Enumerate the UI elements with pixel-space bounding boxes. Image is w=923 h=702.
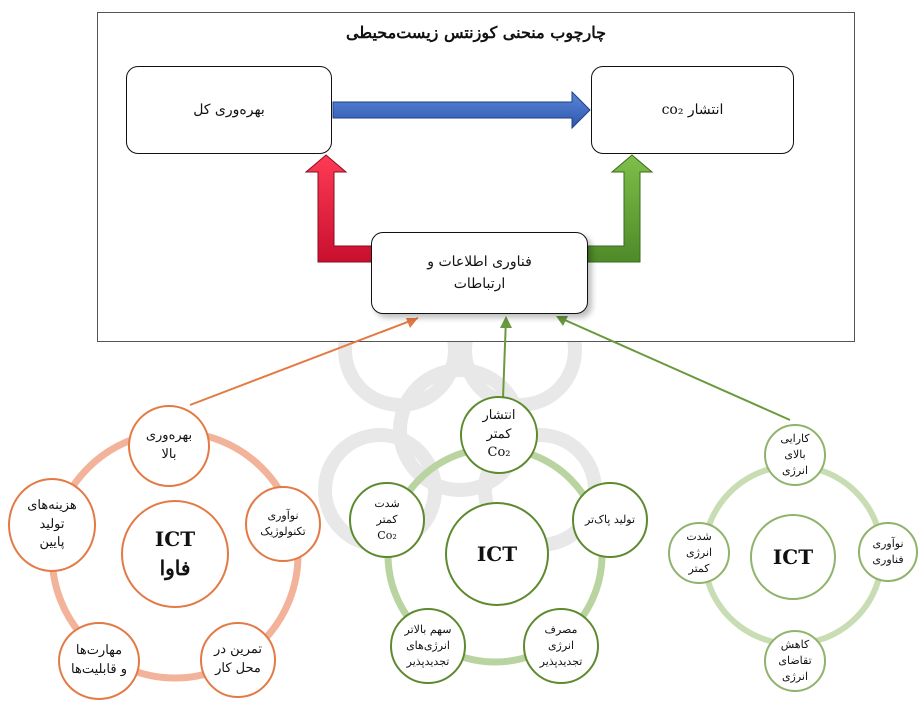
less-emission-circle: انتشار کمتر Co₂ <box>460 396 538 474</box>
right-center-label: ICT <box>772 544 814 569</box>
renewable-share-l3: تجدیدپذیر <box>406 654 450 668</box>
green-link-head-1 <box>500 316 512 328</box>
energy-intensity-l3: کمتر <box>688 561 710 575</box>
low-costs-circle: هزینه‌های تولید پایین <box>8 478 96 572</box>
left-center-circle: ICT فاوا <box>121 500 229 608</box>
low-costs-l3: پایین <box>39 535 65 551</box>
tech-innovation-l1: نوآوری <box>267 509 299 523</box>
renewable-share-l1: سهم بالاتر <box>404 623 452 637</box>
right-tech-innovation-l2: فناوری <box>872 553 904 566</box>
energy-consumption-l1: مصرف <box>544 623 578 637</box>
workplace-training-circle: تمرین در محل کار <box>200 622 276 698</box>
red-arrow <box>304 154 373 263</box>
green-arrow <box>587 154 654 263</box>
ict-box: فناوری اطلاعات و ارتباطات <box>371 232 588 314</box>
low-costs-l1: هزینه‌های <box>27 497 77 513</box>
lower-intensity-l1: شدت <box>374 497 400 511</box>
tech-innovation-circle: نوآوری تکنولوژیک <box>245 486 321 562</box>
middle-center-circle: ICT <box>445 502 549 606</box>
energy-intensity-l2: انرژی <box>685 546 713 560</box>
orange-link-head <box>406 318 418 328</box>
workplace-training-l2: محل کار <box>215 661 261 676</box>
framework-title: چارچوب منحنی کوزنتس زیست‌محیطی <box>346 23 606 42</box>
high-productivity-circle: بهره‌وری بالا <box>128 405 210 487</box>
reduce-demand-l2: تقاضای <box>778 654 812 668</box>
energy-consumption-l3: تجدیدپذیر <box>539 654 583 668</box>
green-link-line-2 <box>557 316 791 421</box>
workplace-training-l1: تمرین در <box>213 642 263 658</box>
lower-intensity-l3: Co₂ <box>377 528 397 542</box>
reduce-demand-l1: کاهش <box>780 638 810 652</box>
less-emission-l2: کمتر <box>486 426 512 442</box>
high-productivity-l1: بهره‌وری <box>145 428 193 444</box>
left-center-sub: فاوا <box>159 556 191 580</box>
cleaner-production-circle: تولید پاک‌تر <box>572 482 648 558</box>
skills-circle: مهارت‌ها و قابلیت‌ها <box>58 622 140 700</box>
reduce-demand-l3: انرژی <box>781 669 809 683</box>
skills-l2: و قابلیت‌ها <box>71 662 128 677</box>
energy-efficiency-l2: بالای <box>784 448 806 462</box>
cleaner-production-l1: تولید پاک‌تر <box>584 513 636 527</box>
co2-emission-label: انتشار co₂ <box>661 101 724 118</box>
blue-arrow <box>332 90 591 130</box>
middle-center-label: ICT <box>476 541 518 566</box>
less-emission-l1: انتشار <box>482 407 516 423</box>
low-costs-l2: تولید <box>39 516 65 532</box>
lower-intensity-l2: کمتر <box>376 513 398 527</box>
energy-efficiency-l1: کارایی <box>780 432 810 446</box>
green-link-head-2 <box>556 316 568 326</box>
energy-intensity-l1: شدت <box>686 530 712 544</box>
right-tech-innovation-l1: نوآوری <box>872 537 904 551</box>
renewable-share-l2: انرژی‌های <box>406 639 450 653</box>
ict-label-line2: ارتباطات <box>453 276 506 292</box>
left-center-label: ICT <box>154 527 196 551</box>
high-productivity-l2: بالا <box>161 447 177 462</box>
co2-emission-box: انتشار co₂ <box>591 66 794 154</box>
skills-l1: مهارت‌ها <box>75 643 123 659</box>
total-productivity-label: بهره‌وری کل <box>193 101 265 118</box>
total-productivity-box: بهره‌وری کل <box>126 66 332 154</box>
green-link-line-1 <box>502 317 507 399</box>
energy-consumption-l2: انرژی <box>547 639 575 653</box>
energy-efficiency-l3: انرژی <box>781 463 809 477</box>
orange-link-line <box>189 317 419 406</box>
less-emission-l3: Co₂ <box>487 445 511 461</box>
right-center-circle: ICT <box>750 514 836 600</box>
tech-innovation-l2: تکنولوژیک <box>260 525 306 538</box>
right-tech-innovation-circle: نوآوری فناوری <box>858 522 918 582</box>
ict-label-line1: فناوری اطلاعات و <box>427 253 532 270</box>
